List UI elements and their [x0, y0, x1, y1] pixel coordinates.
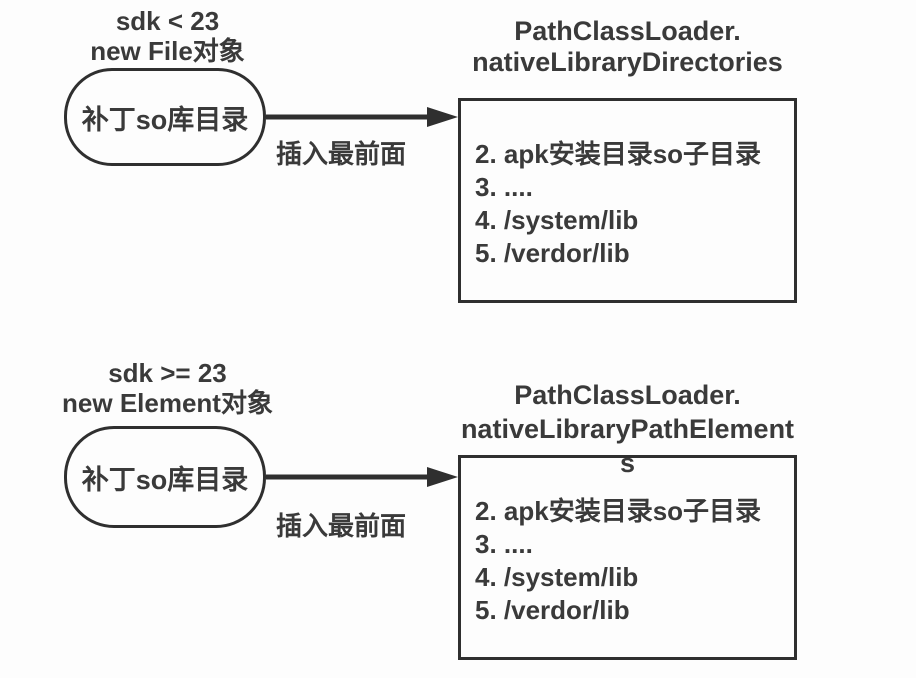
list-item: 4. /system/lib	[475, 562, 639, 592]
list-item: 2. apk安装目录so子目录	[475, 139, 762, 169]
native-library-directories-box	[458, 98, 797, 303]
list-item: 3. ....	[475, 172, 533, 202]
target-title-line: nativeLibraryDirectories	[472, 47, 783, 77]
target-title-line: PathClassLoader.	[514, 380, 741, 410]
directory-list: 2. apk安装目录so子目录 3. .... 4. /system/lib 5…	[475, 495, 761, 627]
target-title-line: s	[619, 448, 636, 478]
patch-so-dir-node-label: 补丁so库目录	[81, 464, 249, 495]
condition-label-sdk-lt-23: sdk < 23 new File对象	[40, 6, 295, 66]
patch-so-dir-node: 补丁so库目录	[64, 426, 266, 528]
flow-arrow-icon	[266, 467, 458, 487]
patch-so-dir-node-label: 补丁so库目录	[81, 104, 249, 135]
target-title-line: PathClassLoader.	[514, 16, 741, 46]
condition-line: sdk >= 23	[108, 358, 227, 388]
arrow-label-insert-front: 插入最前面	[276, 511, 407, 541]
list-item: 5. /verdor/lib	[475, 238, 630, 268]
list-item: 3. ....	[475, 529, 533, 559]
list-item: 4. /system/lib	[475, 205, 639, 235]
condition-line: sdk < 23	[115, 6, 220, 36]
target-title-line: nativeLibraryPathElement	[460, 414, 795, 444]
condition-label-sdk-gte-23: sdk >= 23 new Element对象	[40, 358, 295, 418]
list-item: 5. /verdor/lib	[475, 595, 630, 625]
condition-line: new File对象	[90, 36, 245, 66]
list-item: 2. apk安装目录so子目录	[475, 496, 762, 526]
target-field-title: PathClassLoader. nativeLibraryDirectorie…	[458, 16, 797, 78]
arrow-label-insert-front: 插入最前面	[276, 139, 407, 169]
target-field-title: PathClassLoader. nativeLibraryPathElemen…	[458, 378, 797, 480]
flow-arrow-icon	[266, 107, 458, 127]
patch-so-dir-node: 补丁so库目录	[64, 68, 266, 166]
directory-list: 2. apk安装目录so子目录 3. .... 4. /system/lib 5…	[475, 138, 761, 270]
native-library-path-elements-box	[458, 455, 797, 660]
condition-line: new Element对象	[62, 388, 273, 418]
